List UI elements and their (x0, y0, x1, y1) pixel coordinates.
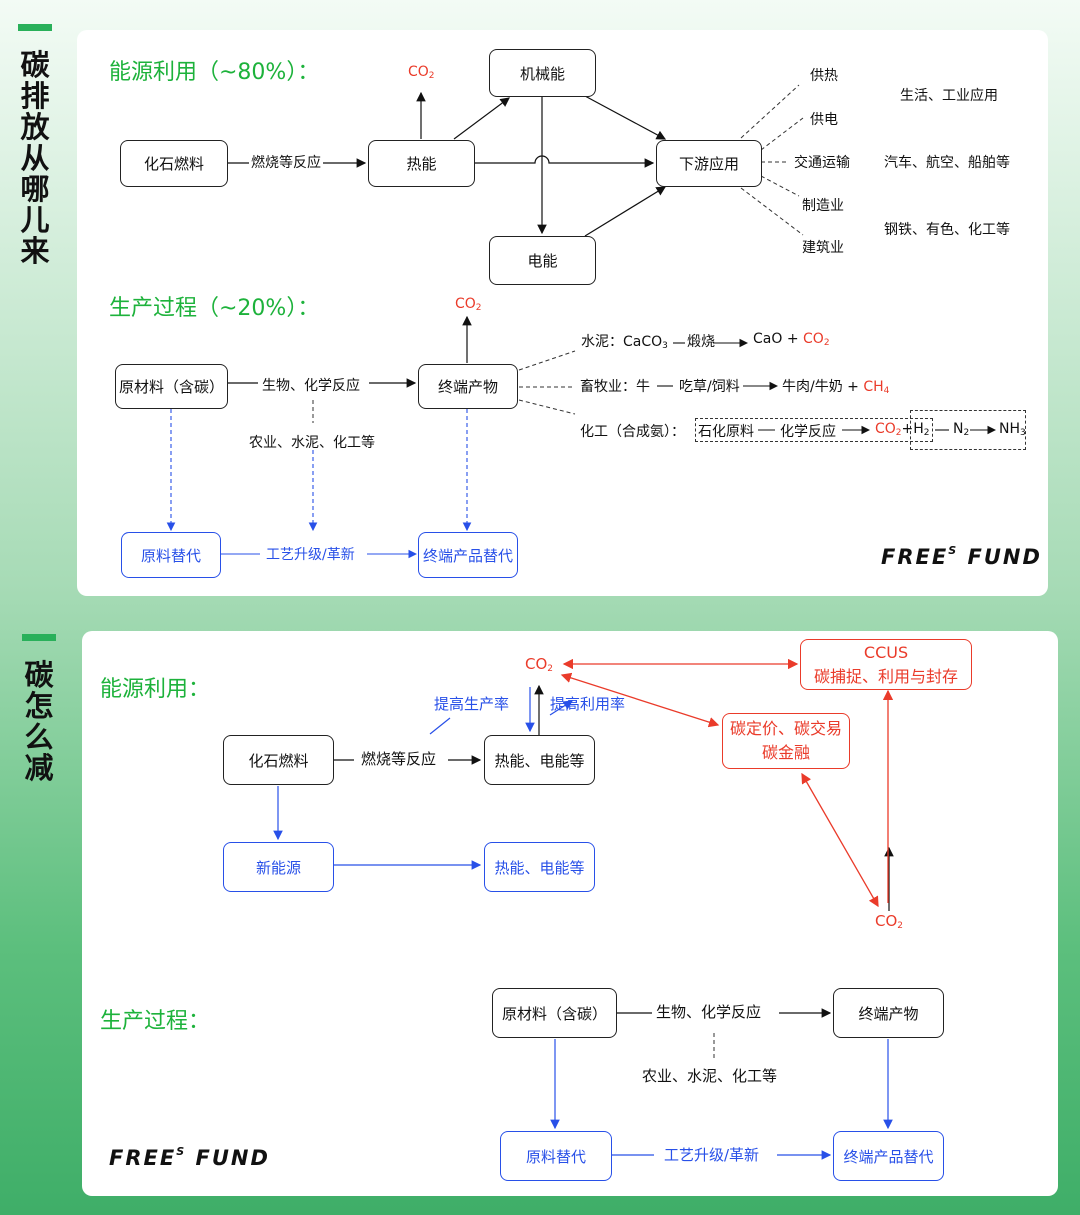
bottom-process-title: 生产过程： (100, 1009, 211, 1034)
bottom-reaction-label: 生物、化学反应 (654, 1001, 764, 1022)
chem-dash-box-2 (910, 410, 1026, 450)
top-heat-co2: CO2 (408, 64, 435, 81)
chem-reaction: 化学反应 (780, 424, 836, 440)
note-life-industry: 生活、工业应用 (900, 88, 998, 104)
carbon-pricing-box: 碳定价、碳交易碳金融 (722, 713, 850, 769)
cement-output: CaO + CO2 (753, 331, 830, 348)
top-reaction-label: 生物、化学反应 (260, 375, 362, 395)
chem-co2: CO2+H2 (875, 421, 930, 438)
bottom-heat-elec-box-2: 热能、电能等 (484, 842, 595, 892)
bottom-process-co2: CO2 (875, 912, 904, 931)
top-panel: 能源利用（~80%）： 化石燃料 燃烧等反应 热能 CO2 机械能 电能 下游应… (77, 30, 1048, 596)
top-end-sub-box: 终端产品替代 (418, 532, 518, 578)
top-burn-label: 燃烧等反应 (249, 152, 323, 172)
top-industries-label: 农业、水泥、化工等 (249, 435, 375, 451)
chem-label: 化工（合成氨）： (580, 424, 685, 440)
top-brand-logo: FREES FUND (881, 544, 1042, 569)
top-accent-bar (18, 24, 52, 31)
bottom-industries-label: 农业、水泥、化工等 (642, 1067, 778, 1085)
bottom-energy-title: 能源利用： (100, 677, 211, 702)
bottom-brand-logo: FREES FUND (109, 1145, 270, 1170)
bottom-top-co2: CO2 (525, 655, 554, 674)
bottom-end-box: 终端产物 (833, 988, 944, 1038)
use-heating: 供热 (810, 68, 838, 84)
improve-utilization-label: 提高利用率 (550, 695, 626, 713)
note-vehicles: 汽车、航空、船舶等 (884, 155, 1010, 171)
note-metals: 钢铁、有色、化工等 (884, 222, 1010, 238)
chem-n2: N2 (953, 421, 970, 438)
new-energy-box: 新能源 (223, 842, 334, 892)
top-process-up-label: 工艺升级/革新 (264, 544, 357, 564)
top-process-title: 生产过程（~20%）： (109, 296, 320, 321)
top-heat-box: 热能 (368, 140, 475, 187)
top-elec-box: 电能 (489, 236, 596, 285)
top-raw-box: 原材料（含碳） (115, 364, 228, 409)
cement-label: 水泥：CaCO3 (581, 334, 668, 351)
bottom-heat-elec-box: 热能、电能等 (484, 735, 595, 785)
chem-nh3: NH3 (999, 421, 1026, 438)
top-end-box: 终端产物 (418, 364, 518, 409)
bottom-raw-box: 原材料（含碳） (492, 988, 617, 1038)
bottom-connectors (273, 658, 894, 1160)
use-manufacturing: 制造业 (802, 198, 844, 214)
top-energy-title: 能源利用（~80%）： (109, 60, 320, 85)
top-connectors (166, 84, 997, 559)
use-power: 供电 (810, 112, 838, 128)
top-end-co2: CO2 (455, 296, 482, 313)
use-construction: 建筑业 (802, 240, 844, 256)
use-transport: 交通运输 (794, 155, 850, 171)
bottom-accent-bar (22, 634, 56, 641)
top-downstream-box: 下游应用 (656, 140, 762, 187)
bottom-panel: 能源利用： 化石燃料 燃烧等反应 热能、电能等 新能源 热能、电能等 CO2 提… (82, 631, 1058, 1196)
bottom-fossil-box: 化石燃料 (223, 735, 334, 785)
bottom-side-title: 碳怎么减 (24, 658, 54, 785)
bottom-end-sub-box: 终端产品替代 (833, 1131, 944, 1181)
bottom-burn-label: 燃烧等反应 (359, 748, 439, 769)
chem-dash-box-1 (695, 418, 933, 442)
top-fossil-box: 化石燃料 (120, 140, 228, 187)
improve-productivity-label: 提高生产率 (434, 695, 510, 713)
top-raw-sub-box: 原料替代 (121, 532, 221, 578)
livestock-feed: 吃草/饲料 (679, 379, 740, 395)
livestock-label: 畜牧业：牛 (580, 379, 650, 395)
cement-calcine: 煅烧 (687, 334, 715, 350)
bottom-process-up-label: 工艺升级/革新 (662, 1144, 762, 1165)
livestock-output: 牛肉/牛奶 + CH4 (782, 379, 890, 396)
top-side-title: 碳排放从哪儿来 (20, 48, 50, 268)
bottom-raw-sub-box: 原料替代 (500, 1131, 612, 1181)
chem-raw: 石化原料 (698, 424, 754, 440)
top-mech-box: 机械能 (489, 49, 596, 97)
